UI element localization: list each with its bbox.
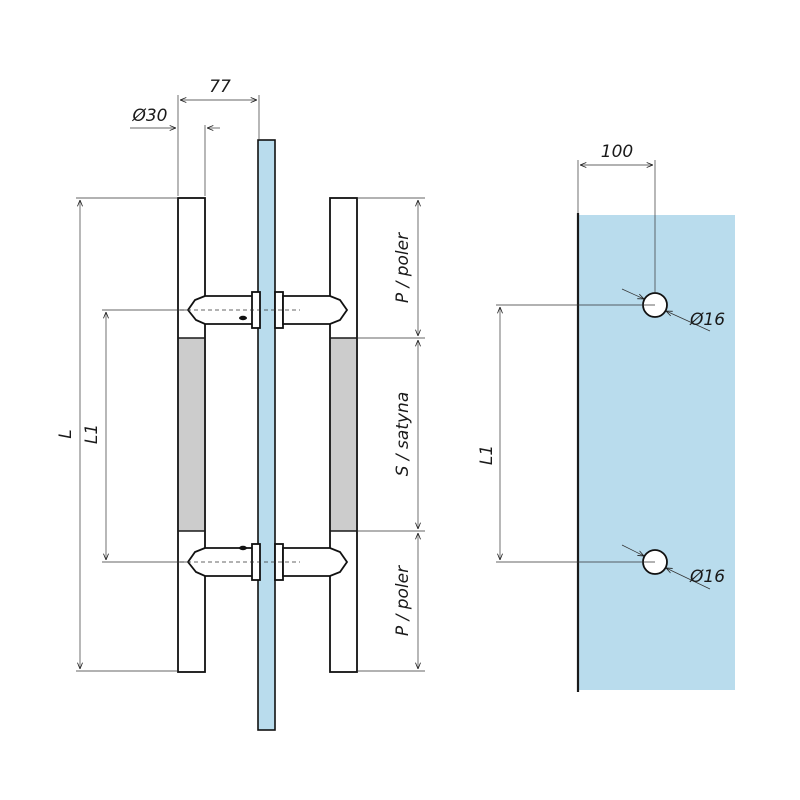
satin-mid-label: S / satyna: [393, 392, 413, 477]
polished-bottom-label: P / poler: [393, 565, 413, 636]
bottom-standoffs: [180, 543, 349, 581]
left-satin-section: [179, 338, 204, 531]
dimension-L1-glass: L1: [477, 304, 655, 563]
dimension-77: 77: [177, 77, 260, 196]
dimension-hole-bottom: Ø16: [621, 544, 725, 590]
hole-top-diameter-label: Ø16: [689, 310, 725, 330]
dimension-L1-side-label: L1: [82, 424, 102, 444]
dimension-100-label: 100: [601, 142, 633, 162]
dimension-77-label: 77: [209, 77, 231, 97]
glass-front-view: 100 Ø16 Ø16 L1: [477, 142, 735, 692]
side-view: 77 Ø30 L L1: [56, 77, 425, 731]
right-satin-section: [331, 338, 356, 531]
glass-panel: [578, 215, 735, 690]
dimension-L1-side: L1: [82, 309, 188, 563]
left-handle-bar: [177, 197, 206, 673]
right-handle-bar: [329, 197, 358, 673]
hole-bottom-diameter-label: Ø16: [689, 567, 725, 587]
dimension-L-label: L: [56, 429, 76, 438]
dimension-L1-glass-label: L1: [477, 445, 497, 465]
top-standoffs: [180, 291, 349, 329]
glass-pane-edge: [257, 139, 276, 731]
dimension-diameter-30: Ø30: [130, 106, 220, 196]
dimension-100: 100: [577, 142, 656, 293]
dimension-diameter-30-label: Ø30: [131, 106, 167, 126]
finish-dimensions: P / poler S / satyna P / poler: [357, 197, 425, 672]
dimension-L: L: [56, 197, 178, 672]
dimension-hole-top: Ø16: [621, 288, 725, 332]
polished-top-label: P / poler: [393, 232, 413, 303]
